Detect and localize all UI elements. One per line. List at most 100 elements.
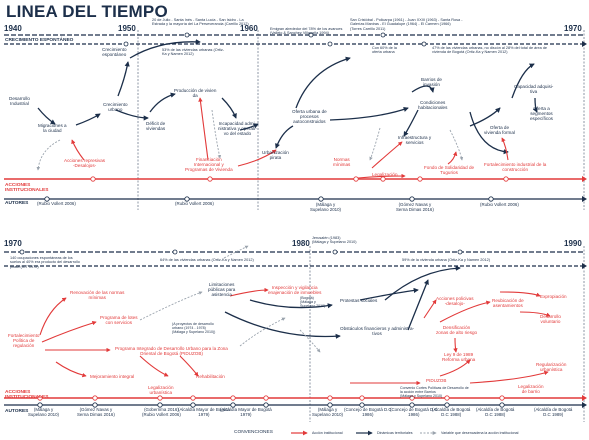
legend-title: CONVENCIONES	[234, 430, 273, 435]
bottom-note-2: 64% de las viviendas urbanas (Ortiz-Ka y…	[160, 258, 254, 262]
top-year-1950: 1950	[118, 24, 136, 33]
node-capacidad-adquisitiva: Capacidad adquisi- tiva	[514, 84, 554, 95]
node-limitaciones: Limitaciones públicas para asistencia	[208, 282, 236, 298]
top-authors-arrowhead	[582, 196, 587, 202]
bottom-author-7: (Concejo de Bogotá D.C 1986)	[344, 407, 392, 417]
node-programa-integrado: Programa Integrado de Desarrollo Urbano …	[115, 346, 228, 357]
node-produccion-vivienda: Producción de vivien da	[174, 88, 217, 99]
node-rehabilitacion: Rehabilitación	[196, 374, 225, 379]
node-programa-lotes: Programa de lotes con servicios	[100, 315, 138, 326]
top-author-2: (Rubio Vollert 2006)	[175, 201, 214, 206]
node-renovacion-normas: Renovación de las normas mínimas	[70, 290, 125, 301]
bottom-author-11: (Alcaldía de Bogotá D.C 1989)	[534, 407, 573, 417]
bottom-section-institutional: ACCIONES INSTITUCIONALES	[5, 390, 49, 401]
node-inspeccion: Inspección y vigilancia enajenación de i…	[268, 285, 322, 296]
node-crecimiento-espontaneo: Crecimiento espontáneo	[102, 47, 127, 58]
top-axis-arrowhead	[582, 41, 587, 47]
node-fortalecimiento-industrial: Fortalecimiento industrial de la constru…	[484, 162, 547, 173]
bottom-author-markers	[37, 402, 505, 408]
top-author-5: (Rubio Vollert 2006)	[480, 202, 519, 207]
bottom-authors-arrowhead	[582, 402, 587, 408]
node-migraciones: Migraciones a la ciudad	[38, 123, 67, 134]
node-densificacion: Densificación zonas de alto riesgo	[436, 325, 478, 336]
top-note-markers	[123, 32, 427, 47]
node-desarrollo-voluntario: Desarrollo voluntario	[540, 314, 561, 325]
top-section-authors: AUTORES	[5, 201, 29, 206]
top-author-markers	[44, 196, 494, 202]
top-author-1: (Rubio Vollert 2006)	[37, 201, 76, 206]
top-note-4: 53% de las viviendas urbanas (Ortiz- Ka …	[162, 48, 225, 57]
legend-item-trigger: Variable que desencadena la acción insti…	[441, 431, 519, 435]
node-legalizacion: Legalización	[372, 172, 398, 177]
top-note-2: Emigran alrededor del 78% de los avances…	[270, 27, 343, 36]
node-oferta-segmentos: Oferta a segmentos específicos	[530, 106, 553, 122]
node-oferta-autoconstruidos: Oferta urbana de procesos autoconstruido…	[292, 109, 327, 125]
bottom-note-5: (A proyectos de desarrollo urbano (1974 …	[172, 322, 216, 335]
bottom-author-10: (Alcaldía de Bogotá D.C 1988)	[476, 407, 515, 417]
node-legalizacion-barrio: Legalización de barrio	[518, 384, 544, 395]
bottom-year-1980: 1980	[292, 239, 310, 248]
node-acciones-represivas: Acciones represivas -Desalojos-	[64, 158, 106, 169]
node-reubicacion: Reubicación de asentamientos	[492, 298, 524, 309]
bottom-section-authors: AUTORES	[5, 409, 29, 414]
top-trigger-arrows	[36, 109, 464, 171]
node-fondo-tugurios: Fondo de Solidaridad de Tugurios	[424, 165, 475, 176]
top-year-1970: 1970	[564, 24, 582, 33]
legend-item-institutional: Acción institucional	[312, 431, 343, 435]
top-year-1960: 1960	[240, 24, 258, 33]
top-note-6: 47% de las viviendas urbanas, no discón …	[432, 46, 548, 55]
bottom-author-5: (Alcaldía Mayor de Bogotá 1979)	[220, 407, 272, 417]
top-institutional-markers	[90, 176, 509, 182]
bottom-author-6: (Málaga y Supelano 2010)	[312, 407, 344, 417]
bottom-author-9: (Alcaldía de Bogotá D.C 1988)	[432, 407, 471, 417]
node-desarrollo-industrial: Desarrollo Industrial	[9, 96, 30, 107]
bottom-axis-arrowhead	[582, 263, 587, 269]
bottom-note-3: Jerusalén (1983) (Málaga y Supelano 2010…	[312, 236, 357, 245]
bottom-year-1970: 1970	[4, 239, 22, 248]
bottom-trigger-arrows	[139, 245, 321, 353]
bottom-note-7: Convenio Cortes Políticas de Desarrollo …	[400, 386, 469, 399]
node-infraestructura: Infraestructura y servicios	[398, 135, 432, 146]
top-institutional-arrowhead	[582, 176, 587, 182]
top-year-1940: 1940	[4, 24, 22, 33]
node-fortalecimiento-politica: Fortalecimiento Política de regulación	[8, 333, 40, 349]
top-note-1: 20 de Julio - Santa Inés - Santa Lucía -…	[152, 18, 249, 27]
bottom-year-1990: 1990	[564, 239, 582, 248]
bottom-note-6: (Bogotá) (Málaga y Supelano 2010)	[300, 296, 326, 309]
bottom-author-8: (Concejo de Bogotá D.C 1986)	[390, 407, 438, 417]
bottom-note-4: 59% de la vivienda urbana (Ortiz-Ka y Na…	[402, 258, 491, 262]
node-mejoramiento-integral: Mejoramiento integral	[90, 374, 135, 379]
bottom-institutional-arrows	[39, 287, 551, 386]
node-financiacion: Financiación Internacional y Programas d…	[185, 157, 233, 173]
node-barrios-invasion: Barrios de invasión	[421, 77, 442, 88]
node-condiciones-habitacionales: Condiciones habitacionales	[418, 100, 448, 111]
top-institutional-arrows	[71, 97, 509, 179]
top-note-5: Con 60% de la oferta urbana	[372, 46, 397, 55]
bottom-institutional-arrowhead	[582, 395, 587, 401]
top-dynamic-arrows	[37, 39, 538, 155]
node-regularizacion: Regularización urbanística	[536, 362, 567, 373]
node-protestas-sociales: Protestas sociales	[340, 298, 378, 303]
node-legalizacion-urbanistica: Legalización urbanística	[148, 385, 174, 396]
node-oferta-formal: Oferta de vivienda formal	[484, 125, 515, 136]
bottom-dynamic-arrows	[224, 265, 461, 339]
bottom-author-2: (Gómez Navas y Serna Dimas 2016)	[77, 407, 115, 417]
node-acciones-policivas: Acciones policivas -desalojo-	[436, 296, 474, 307]
bottom-note-1: 140 ocupaciones espontáneas de los suelo…	[10, 256, 80, 269]
top-author-3: (Málaga y Supelano 2010)	[310, 202, 342, 212]
bottom-note-markers	[19, 249, 463, 255]
top-section-spontaneous: CRECIMIENTO ESPONTÁNEO	[5, 38, 74, 43]
top-note-3: San Cristóbal - Policarpa (1961) - Juan …	[350, 18, 463, 31]
bottom-author-1: (Málaga y Supelano 2010)	[28, 407, 60, 417]
node-deficit-viviendas: Déficit de viviendas	[146, 121, 166, 132]
node-normas-minimas: Normas mínimas	[333, 157, 351, 168]
bottom-author-4: (Alcaldía Mayor de Bogotá 1979)	[178, 407, 230, 417]
node-crecimiento-urbano: Crecimiento urbano	[103, 102, 128, 113]
node-piduzob: PIDUZOB	[426, 378, 447, 383]
bottom-author-3: (Gobernma 2016) (Rubio Vollert 2006)	[142, 407, 181, 417]
node-incapacidad: Incapacidad admi- nistrativa y operati- …	[218, 121, 257, 137]
top-section-institutional: ACCIONES INSTITUCIONALES	[5, 183, 49, 194]
node-ley-9-1989: Ley 9 de 1989 Reforma urbana	[442, 352, 476, 363]
